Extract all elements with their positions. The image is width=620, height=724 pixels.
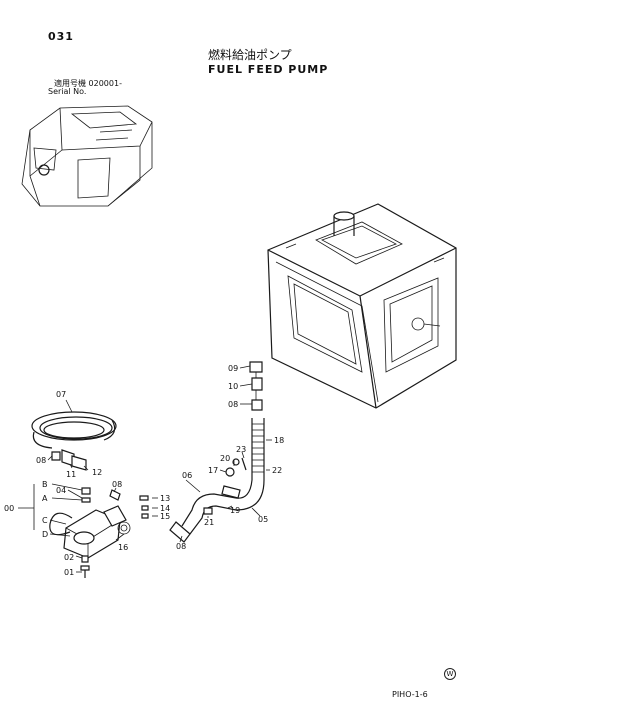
- callout-12: 12: [92, 468, 102, 477]
- callout-08-strainer: 08: [36, 456, 46, 465]
- callout-11: 11: [66, 470, 76, 479]
- leader-lines: [18, 365, 272, 573]
- callout-15: 15: [160, 512, 170, 521]
- callout-13: 13: [160, 494, 170, 503]
- pump-assembly: [49, 487, 149, 578]
- watermark-mark: W: [444, 668, 456, 680]
- callout-17: 17: [208, 466, 218, 475]
- callout-08-pipe: 08: [176, 542, 186, 551]
- fuel-tank: [267, 203, 457, 409]
- footer-code: PIHO-1-6: [392, 690, 428, 699]
- suction-hose: [235, 418, 265, 511]
- callout-08-tank: 08: [228, 400, 238, 409]
- callout-20: 20: [220, 454, 230, 463]
- callout-21: 21: [204, 518, 214, 527]
- tank-fittings: [249, 361, 263, 411]
- callout-23: 23: [236, 445, 246, 454]
- callout-08-pump: 08: [112, 480, 122, 489]
- callout-07: 07: [56, 390, 66, 399]
- page-number: 031: [48, 30, 74, 43]
- callout-labels: 09 10 08 07 08 11 12 B 04 A 00 C D 02 01…: [4, 364, 284, 577]
- title-english: FUEL FEED PUMP: [208, 63, 329, 76]
- callout-22: 22: [272, 466, 282, 475]
- callout-05: 05: [258, 515, 268, 524]
- serial-label-japanese: 適用号機 020001-: [54, 79, 122, 88]
- callout-10: 10: [228, 382, 238, 391]
- callout-B: B: [42, 480, 48, 489]
- pipe: [169, 493, 237, 543]
- strainer-assembly: [51, 449, 87, 471]
- callout-C: C: [42, 516, 48, 525]
- serial-label-english: Serial No.: [48, 87, 87, 96]
- callout-04: 04: [56, 486, 66, 495]
- callout-D: D: [42, 530, 48, 539]
- callout-00: 00: [4, 504, 14, 513]
- callout-18: 18: [274, 436, 284, 445]
- callout-06: 06: [182, 471, 192, 480]
- callout-19: 19: [230, 506, 240, 515]
- callout-02: 02: [64, 553, 74, 562]
- callout-A: A: [42, 494, 48, 503]
- callout-14: 14: [160, 504, 170, 513]
- callout-01: 01: [64, 568, 74, 577]
- callout-09: 09: [228, 364, 238, 373]
- machine-locator-sketch: [21, 105, 153, 207]
- clamps-and-bolts: [203, 457, 247, 515]
- callout-16: 16: [118, 543, 128, 552]
- title-japanese: 燃料給油ポンプ: [208, 48, 292, 62]
- coiled-hose: [31, 411, 117, 449]
